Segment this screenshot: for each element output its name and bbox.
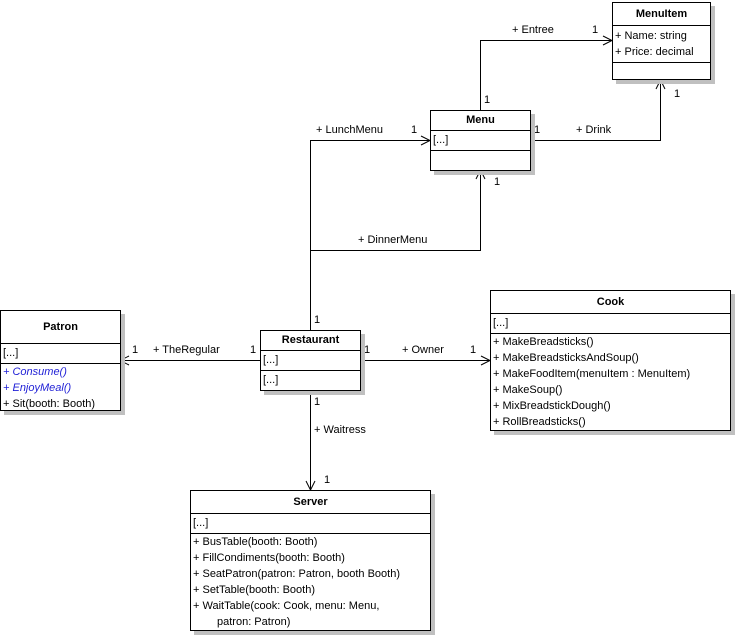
mult-entree-source: 1 bbox=[484, 94, 491, 106]
class-name: Cook bbox=[491, 291, 730, 314]
operation: + SeatPatron(patron: Patron, booth Booth… bbox=[193, 568, 400, 580]
operation-abstract: + EnjoyMeal() bbox=[3, 382, 72, 394]
mult-restaurant-menu: 1 bbox=[314, 314, 321, 326]
class-name: Patron bbox=[1, 311, 120, 344]
operation: + MakeBreadsticks() bbox=[493, 336, 594, 348]
operation: + SetTable(booth: Booth) bbox=[193, 584, 315, 596]
attribute: + Name: string bbox=[615, 30, 687, 42]
operations-section bbox=[613, 63, 710, 81]
attributes-section: [...] bbox=[191, 514, 430, 534]
operation: + MakeFoodItem(menuItem : MenuItem) bbox=[493, 368, 691, 380]
mult-theregular-target: 1 bbox=[132, 344, 139, 356]
mult-lunchmenu-target: 1 bbox=[411, 124, 418, 136]
class-cook[interactable]: Cook [...] + MakeBreadsticks() + MakeBre… bbox=[490, 290, 731, 431]
class-menu[interactable]: Menu [...] bbox=[430, 110, 531, 171]
operation: + WaitTable(cook: Cook, menu: Menu, bbox=[193, 600, 380, 612]
association-drink bbox=[530, 80, 661, 141]
attribute: [...] bbox=[433, 134, 449, 146]
class-name: Restaurant bbox=[261, 331, 360, 351]
role-waitress: + Waitress bbox=[314, 424, 366, 436]
operation: + MakeBreadsticksAndSoup() bbox=[493, 352, 639, 364]
association-lunchmenu bbox=[310, 140, 430, 330]
role-theregular: + TheRegular bbox=[153, 344, 220, 356]
class-menuitem[interactable]: MenuItem + Name: string + Price: decimal bbox=[612, 2, 711, 80]
operations-section bbox=[431, 151, 530, 169]
attributes-section: [...] bbox=[261, 351, 360, 371]
class-name: MenuItem bbox=[613, 3, 710, 26]
association-entree bbox=[480, 40, 612, 110]
class-server[interactable]: Server [...] + BusTable(booth: Booth) + … bbox=[190, 490, 431, 631]
class-name: Server bbox=[191, 491, 430, 514]
mult-owner-source: 1 bbox=[364, 344, 371, 356]
mult-drink-target: 1 bbox=[674, 88, 681, 100]
operations-section: + BusTable(booth: Booth) + FillCondiment… bbox=[191, 534, 430, 630]
operation-abstract: + Consume() bbox=[3, 366, 67, 378]
mult-drink-source: 1 bbox=[534, 124, 541, 136]
mult-waitress-target: 1 bbox=[324, 474, 331, 486]
class-patron[interactable]: Patron [...] + Consume() + EnjoyMeal() +… bbox=[0, 310, 121, 411]
arrowhead-drink bbox=[655, 78, 666, 90]
operation: + Sit(booth: Booth) bbox=[3, 398, 96, 410]
operation: [...] bbox=[263, 374, 279, 386]
operations-section: + MakeBreadsticks() + MakeBreadsticksAnd… bbox=[491, 334, 730, 430]
operation: + BusTable(booth: Booth) bbox=[193, 536, 318, 548]
mult-dinnermenu-target: 1 bbox=[494, 176, 501, 188]
operations-section: + Consume() + EnjoyMeal() + Sit(booth: B… bbox=[1, 364, 120, 412]
operation: + FillCondiments(booth: Booth) bbox=[193, 552, 345, 564]
role-owner: + Owner bbox=[402, 344, 444, 356]
attribute: + Price: decimal bbox=[615, 46, 694, 58]
mult-theregular-source: 1 bbox=[250, 344, 257, 356]
operations-section: [...] bbox=[261, 371, 360, 389]
attributes-section: [...] bbox=[431, 131, 530, 151]
mult-entree-target: 1 bbox=[592, 24, 599, 36]
attributes-section: [...] bbox=[491, 314, 730, 334]
mult-waitress-source: 1 bbox=[314, 396, 321, 408]
operation: + MixBreadstickDough() bbox=[493, 400, 611, 412]
attribute: [...] bbox=[263, 354, 279, 366]
mult-owner-target: 1 bbox=[470, 344, 477, 356]
attribute: [...] bbox=[493, 317, 509, 329]
role-entree: + Entree bbox=[512, 24, 554, 36]
role-dinnermenu: + DinnerMenu bbox=[358, 234, 428, 246]
association-dinnermenu bbox=[310, 170, 481, 251]
attributes-section: [...] bbox=[1, 344, 120, 364]
operation-continuation: patron: Patron) bbox=[217, 616, 291, 628]
class-name: Menu bbox=[431, 111, 530, 131]
role-drink: + Drink bbox=[576, 124, 612, 136]
class-restaurant[interactable]: Restaurant [...] [...] bbox=[260, 330, 361, 391]
role-lunchmenu: + LunchMenu bbox=[316, 124, 383, 136]
attribute: [...] bbox=[193, 517, 209, 529]
attributes-section: + Name: string + Price: decimal bbox=[613, 26, 710, 63]
operation: + RollBreadsticks() bbox=[493, 416, 586, 428]
attribute: [...] bbox=[3, 347, 19, 359]
operation: + MakeSoup() bbox=[493, 384, 563, 396]
